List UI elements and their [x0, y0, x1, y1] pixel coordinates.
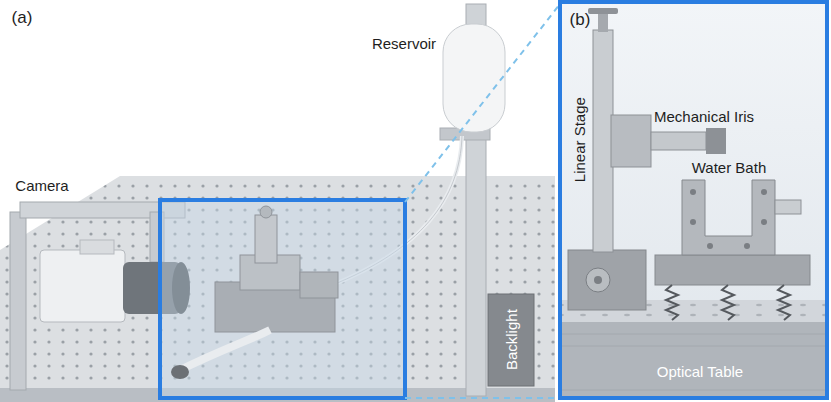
part-label: Linear Stage [571, 97, 588, 182]
part-label: Backlight [502, 310, 519, 371]
part-label: Camera [15, 177, 68, 194]
part-label: Mechanical Iris [654, 108, 754, 125]
panel-letter: (b) [570, 10, 591, 30]
panel-letter: (a) [12, 8, 33, 28]
detail-panel [560, 2, 827, 398]
part-label: Optical Table [657, 363, 743, 380]
zoom-line [405, 397, 560, 399]
part-label: Reservoir [372, 35, 436, 52]
backlight [488, 294, 534, 386]
apparatus-highlight [160, 200, 405, 398]
part-label: Water Bath [692, 159, 766, 176]
zoom-line [405, 4, 560, 202]
